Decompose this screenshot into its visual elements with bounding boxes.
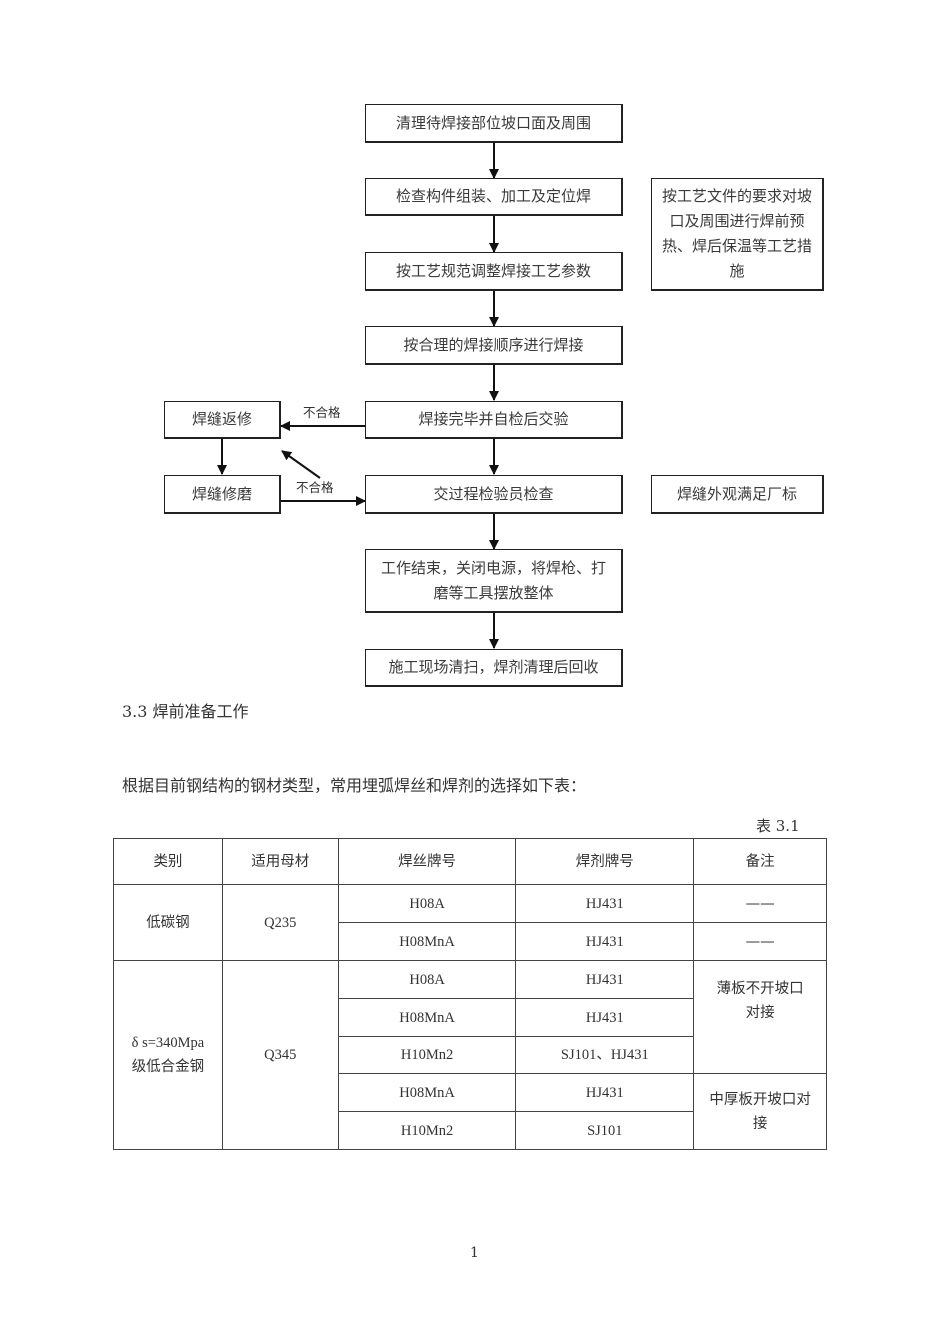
fail-label-1: 不合格	[303, 405, 341, 420]
side-note-preheat: 按工艺文件的要求对坡口及周围进行焊前预热、焊后保温等工艺措施	[651, 178, 824, 291]
flow-repair: 焊缝返修	[164, 401, 281, 439]
header-note: 备注	[693, 838, 827, 885]
flow-step-1: 清理待焊接部位坡口面及周围	[365, 104, 623, 143]
flow-grind: 焊缝修磨	[164, 475, 281, 514]
table-row: H08MnA HJ431 ——	[114, 922, 827, 961]
table-row: H10Mn2 SJ101	[114, 1111, 827, 1150]
cell-note: 中厚板开坡口对接	[693, 1073, 827, 1150]
header-flux: 焊剂牌号	[515, 838, 695, 885]
table-row: H08MnA HJ431	[114, 998, 827, 1037]
flow-step-2: 检查构件组装、加工及定位焊	[365, 178, 623, 216]
table-row: H08MnA HJ431 中厚板开坡口对接	[114, 1073, 827, 1150]
cell-flux: HJ431	[515, 1073, 695, 1112]
cell-wire: H08MnA	[337, 998, 517, 1037]
intro-paragraph: 根据目前钢结构的钢材类型，常用埋弧焊丝和焊剂的选择如下表：	[122, 776, 587, 795]
header-base-metal: 适用母材	[221, 838, 339, 885]
fail-label-2: 不合格	[296, 480, 334, 495]
header-wire: 焊丝牌号	[337, 838, 517, 885]
cell-wire: H08MnA	[337, 922, 517, 961]
category-line-2: 级低合金钢	[131, 1059, 205, 1075]
table-caption: 表 3.1	[756, 817, 800, 835]
wire-flux-table: 类别 适用母材 焊丝牌号 焊剂牌号 备注 低碳钢 Q235 H08A HJ431…	[113, 838, 827, 1150]
cell-note: ——	[693, 922, 827, 961]
flow-step-5: 焊接完毕并自检后交验	[365, 401, 623, 439]
cell-wire: H10Mn2	[337, 1036, 517, 1074]
flow-step-4: 按合理的焊接顺序进行焊接	[365, 326, 623, 365]
cell-wire: H08MnA	[337, 1073, 517, 1112]
flow-step-8: 施工现场清扫，焊剂清理后回收	[365, 649, 623, 687]
flowchart-arrows	[217, 142, 499, 649]
cell-note: 薄板不开坡口对接	[693, 960, 827, 1074]
flow-step-7: 工作结束，关闭电源，将焊枪、打磨等工具摆放整体	[365, 549, 623, 613]
cell-flux: SJ101、HJ431	[515, 1036, 695, 1074]
cell-wire: H10Mn2	[337, 1111, 517, 1150]
cell-base: Q235	[221, 884, 339, 961]
flow-step-3: 按工艺规范调整焊接工艺参数	[365, 252, 623, 291]
cell-wire: H08A	[337, 884, 517, 923]
cell-flux: SJ101	[515, 1111, 695, 1150]
cell-flux: HJ431	[515, 922, 695, 961]
cell-wire: H08A	[337, 960, 517, 999]
cell-flux: HJ431	[515, 960, 695, 999]
cell-note: ——	[693, 884, 827, 923]
header-category: 类别	[113, 838, 223, 885]
section-heading: 3.3 焊前准备工作	[122, 702, 249, 721]
cell-category: 低碳钢	[113, 884, 223, 961]
cell-category: δ s=340Mpa 级低合金钢	[113, 960, 223, 1150]
cell-base: Q345	[221, 960, 339, 1150]
arrow-step6-repair-diagonal	[281, 450, 321, 479]
table-row: δ s=340Mpa 级低合金钢 Q345 H08A HJ431 薄板不开坡口对…	[113, 960, 827, 1150]
category-line-1: δ s=340Mpa	[131, 1035, 205, 1051]
table-row: 低碳钢 Q235 H08A HJ431 ——	[113, 884, 827, 961]
flow-step-6: 交过程检验员检查	[365, 475, 623, 514]
table-header-row: 类别 适用母材 焊丝牌号 焊剂牌号 备注	[113, 838, 827, 885]
cell-flux: HJ431	[515, 884, 695, 923]
cell-flux: HJ431	[515, 998, 695, 1037]
page-number: 1	[470, 1245, 479, 1261]
side-note-appearance: 焊缝外观满足厂标	[651, 475, 824, 514]
table-row: H10Mn2 SJ101、HJ431	[114, 1036, 827, 1074]
